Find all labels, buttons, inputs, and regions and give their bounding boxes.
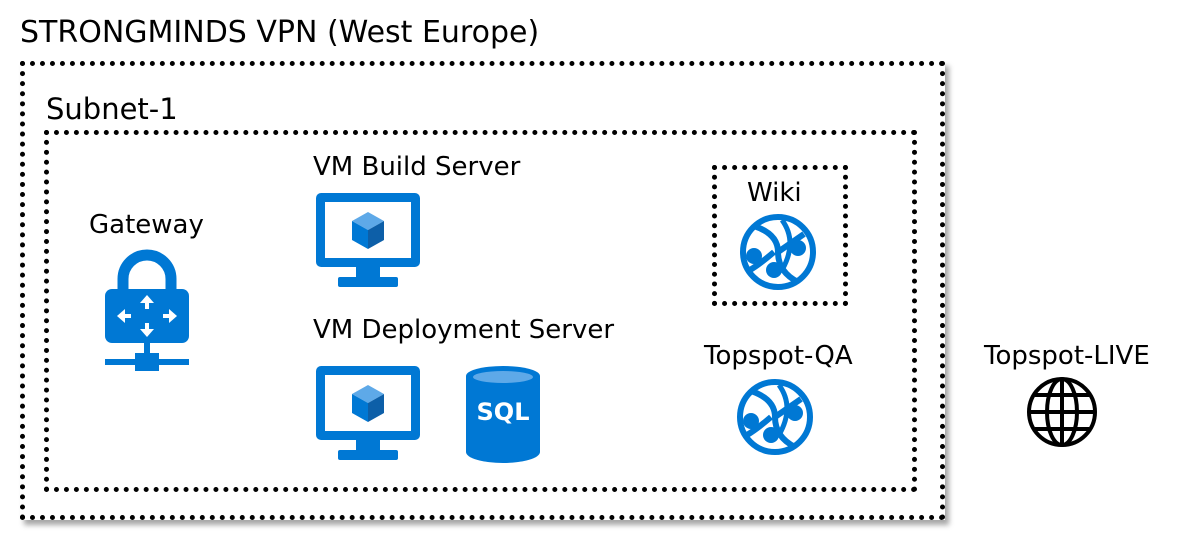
deployment-server-vm-icon — [316, 366, 420, 462]
build-server-label: VM Build Server — [313, 152, 521, 182]
wiki-web-app-icon — [738, 212, 818, 292]
build-server-vm-icon — [316, 193, 420, 289]
sql-label: SQL — [476, 398, 530, 426]
wiki-label: Wiki — [747, 178, 802, 208]
subnet-title: Subnet-1 — [46, 92, 178, 126]
topspot-live-label: Topspot-LIVE — [984, 341, 1150, 371]
topspot-qa-web-app-icon — [735, 377, 815, 457]
gateway-label: Gateway — [89, 210, 204, 240]
deployment-server-label: VM Deployment Server — [313, 315, 615, 345]
sql-database-icon: SQL — [464, 364, 542, 464]
vpn-title: STRONGMINDS VPN (West Europe) — [20, 15, 540, 50]
topspot-live-globe-icon — [1025, 375, 1099, 449]
gateway-lock-icon — [103, 245, 191, 375]
wiki-boundary — [712, 165, 848, 306]
topspot-qa-label: Topspot-QA — [704, 341, 853, 371]
